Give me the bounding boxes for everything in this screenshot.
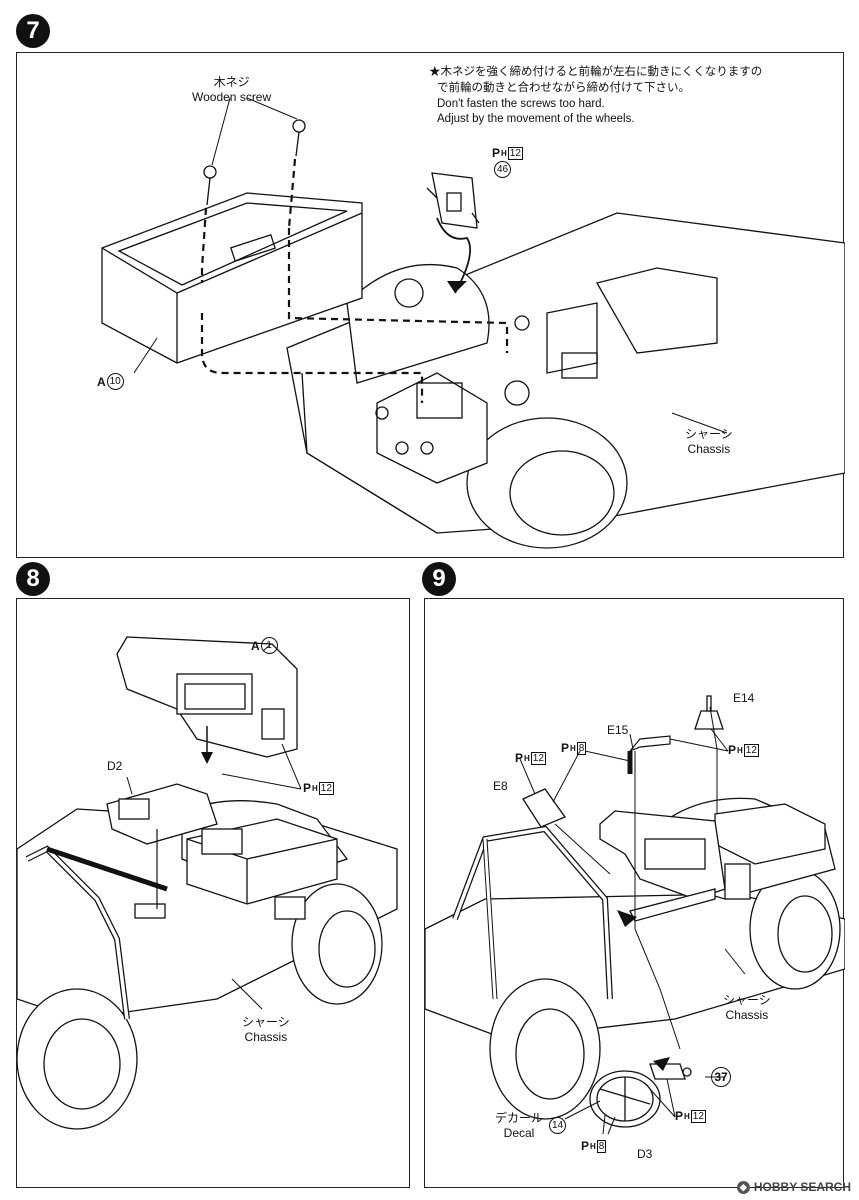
wooden-screw-label-en: Wooden screw <box>192 90 272 104</box>
ph-number: 12 <box>743 743 759 757</box>
part-a1-number: 1 <box>260 637 278 654</box>
part-e8-label: E8 <box>493 779 508 793</box>
step-7-panel: ★木ネジを強く締め付けると前輪が左右に動きにくくなりますの で前輪の動きと合わせ… <box>16 52 845 558</box>
step-7-drawing <box>101 97 845 549</box>
ph-subscript: H <box>684 1111 690 1121</box>
step-8-drawing <box>17 636 398 1130</box>
step-9-chassis-label: シャーシ Chassis <box>723 993 771 1023</box>
ph-number: 12 <box>530 751 546 765</box>
decal-14-number: 14 <box>549 1117 566 1134</box>
part-d2-label: D2 <box>107 759 123 773</box>
step-7-chassis-en: Chassis <box>687 442 731 456</box>
step-7-note-jp-line-2: で前輪の動きと合わせながら締め付けて下さい。 <box>437 82 690 94</box>
part-a1-letter: A <box>251 638 260 653</box>
part-a10-letter: A <box>97 374 106 389</box>
ph-subscript: H <box>570 743 576 753</box>
ph-letter: P <box>581 1139 590 1153</box>
hobbysearch-logo-icon: ◆ <box>736 1180 750 1194</box>
part-46-number: 46 <box>494 161 511 178</box>
decal-14-tag: 14 <box>549 1117 566 1134</box>
part-37-tag: 37 <box>711 1067 731 1087</box>
watermark-text: HOBBY SEARCH <box>753 1180 851 1194</box>
decal-label-en: Decal <box>503 1126 535 1140</box>
ph-letter: P <box>515 751 524 765</box>
step-7-badge: 7 <box>16 14 50 48</box>
step-7-note-en-line-1: Don't fasten the screws too hard. <box>437 98 605 110</box>
step-9-chassis-jp: シャーシ <box>723 993 771 1007</box>
step-7-note-en-line-2: Adjust by the movement of the wheels. <box>437 113 635 125</box>
ph-letter: P <box>561 741 570 755</box>
step-8-chassis-jp: シャーシ <box>242 1015 290 1029</box>
decal-label: デカール Decal <box>495 1111 543 1141</box>
wooden-screw-label-jp: 木ネジ <box>213 75 250 89</box>
part-46-tag: 46 <box>494 161 511 178</box>
ph-subscript: H <box>737 745 743 755</box>
step-9-drawing <box>425 695 845 1135</box>
decal-label-jp: デカール <box>495 1111 544 1125</box>
ph-letter: P <box>492 146 501 160</box>
ph-subscript: H <box>312 783 318 793</box>
ph-number: 12 <box>318 781 334 795</box>
hobbysearch-watermark: ◆ HOBBY SEARCH <box>736 1180 851 1194</box>
ph-subscript: H <box>590 1141 596 1151</box>
ph-number: 12 <box>690 1109 706 1123</box>
ph-subscript: H <box>524 753 530 763</box>
part-d3-label: D3 <box>637 1147 653 1161</box>
ph-subscript: H <box>501 148 507 158</box>
part-e14-label: E14 <box>733 691 755 705</box>
part-a10-number: 10 <box>106 373 124 390</box>
ph-letter: P <box>728 743 737 757</box>
step-9-chassis-en: Chassis <box>725 1008 769 1022</box>
part-e15-label: E15 <box>607 723 629 737</box>
step-8-chassis-label: シャーシ Chassis <box>242 1015 290 1045</box>
ph-letter: P <box>675 1109 684 1123</box>
ph-number: 8 <box>596 1139 607 1153</box>
step-7-note-jp-line-1: ★木ネジを強く締め付けると前輪が左右に動きにくくなりますの <box>429 66 763 78</box>
part-37-number: 37 <box>711 1067 731 1087</box>
step-7-chassis-jp: シャーシ <box>685 427 733 441</box>
step-8-chassis-en: Chassis <box>244 1030 288 1044</box>
step-9-badge: 9 <box>422 562 456 596</box>
ph-number: 8 <box>576 741 587 755</box>
step-7-chassis-label: シャーシ Chassis <box>685 427 733 457</box>
ph-letter: P <box>303 781 312 795</box>
step-8-badge: 8 <box>16 562 50 596</box>
ph-number: 12 <box>507 146 523 160</box>
wooden-screw-label: 木ネジ Wooden screw <box>192 75 271 105</box>
